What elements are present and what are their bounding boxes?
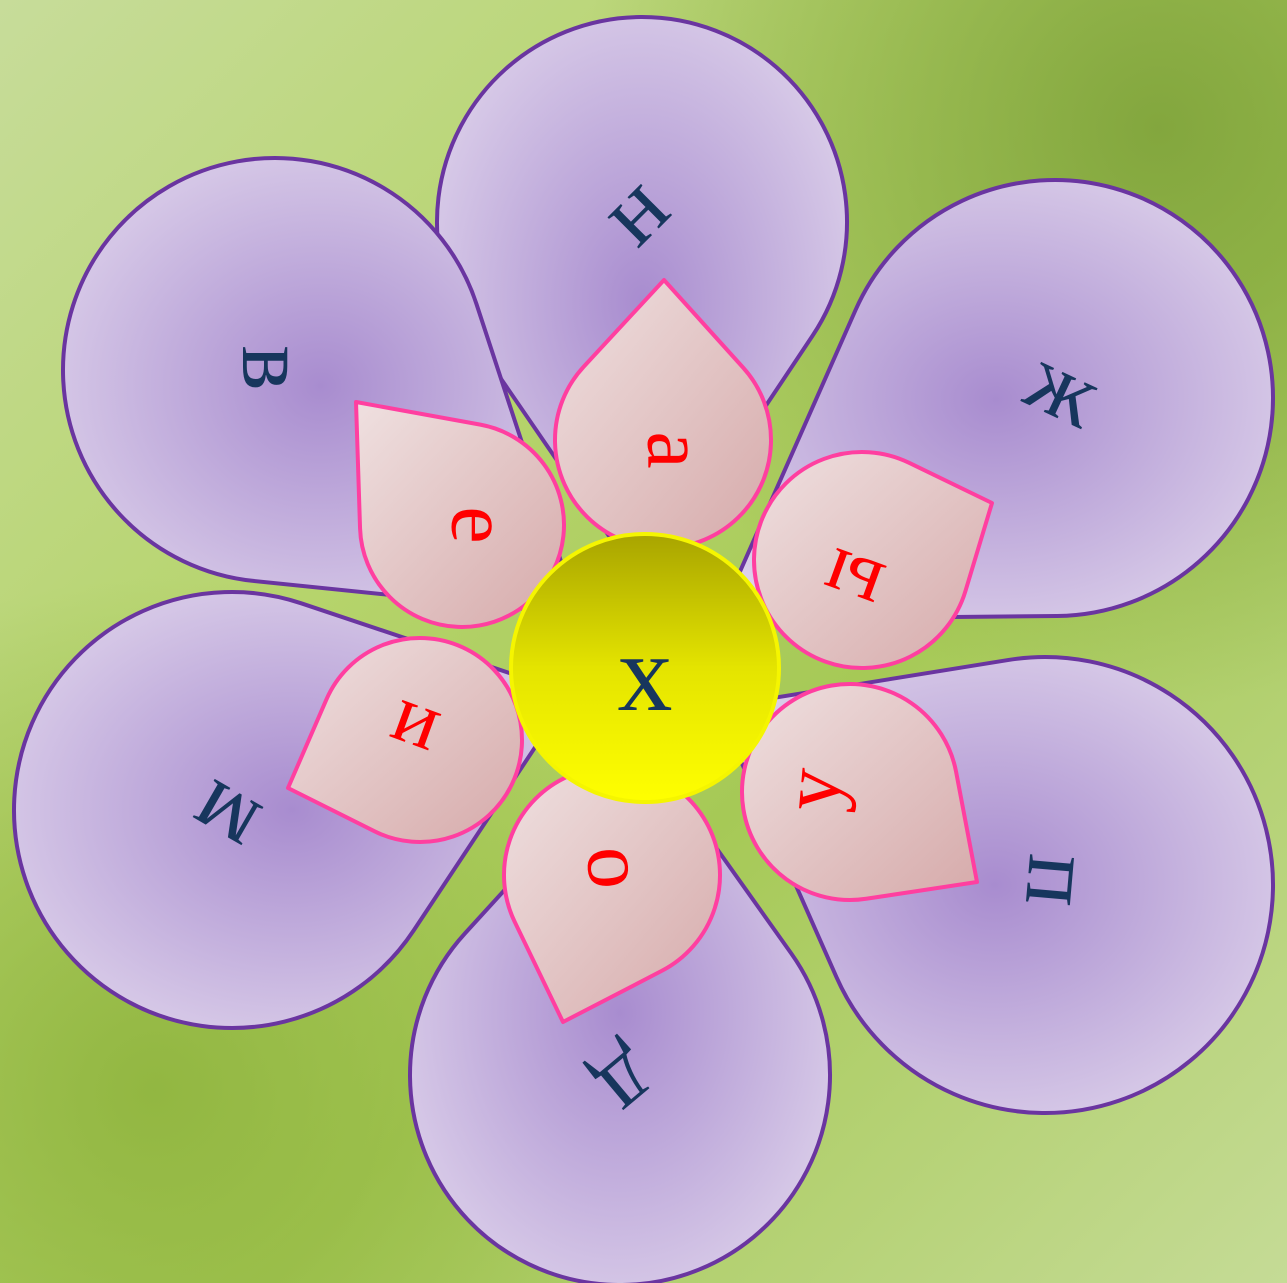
inner-petal-right: ы: [752, 450, 994, 670]
inner-petal-lower-left: и: [286, 636, 524, 844]
flower-center: х: [509, 532, 781, 804]
inner-petal-letter: а: [630, 431, 723, 468]
outer-petal-letter: в: [222, 345, 329, 390]
inner-petal-top: а: [553, 278, 773, 550]
inner-petal-upper-left: е: [354, 400, 566, 629]
inner-petal-lower-right: у: [740, 682, 979, 902]
inner-petal-letter: у: [764, 764, 860, 814]
inner-petal-letter: е: [434, 506, 527, 543]
center-letter: х: [618, 612, 673, 734]
outer-petal-letter: п: [1005, 851, 1116, 912]
outer-petal-bottom: д: [408, 739, 832, 1283]
outer-petal-shape: [408, 739, 832, 1283]
inner-petal-letter: о: [552, 844, 648, 894]
center-disc: [509, 532, 781, 804]
